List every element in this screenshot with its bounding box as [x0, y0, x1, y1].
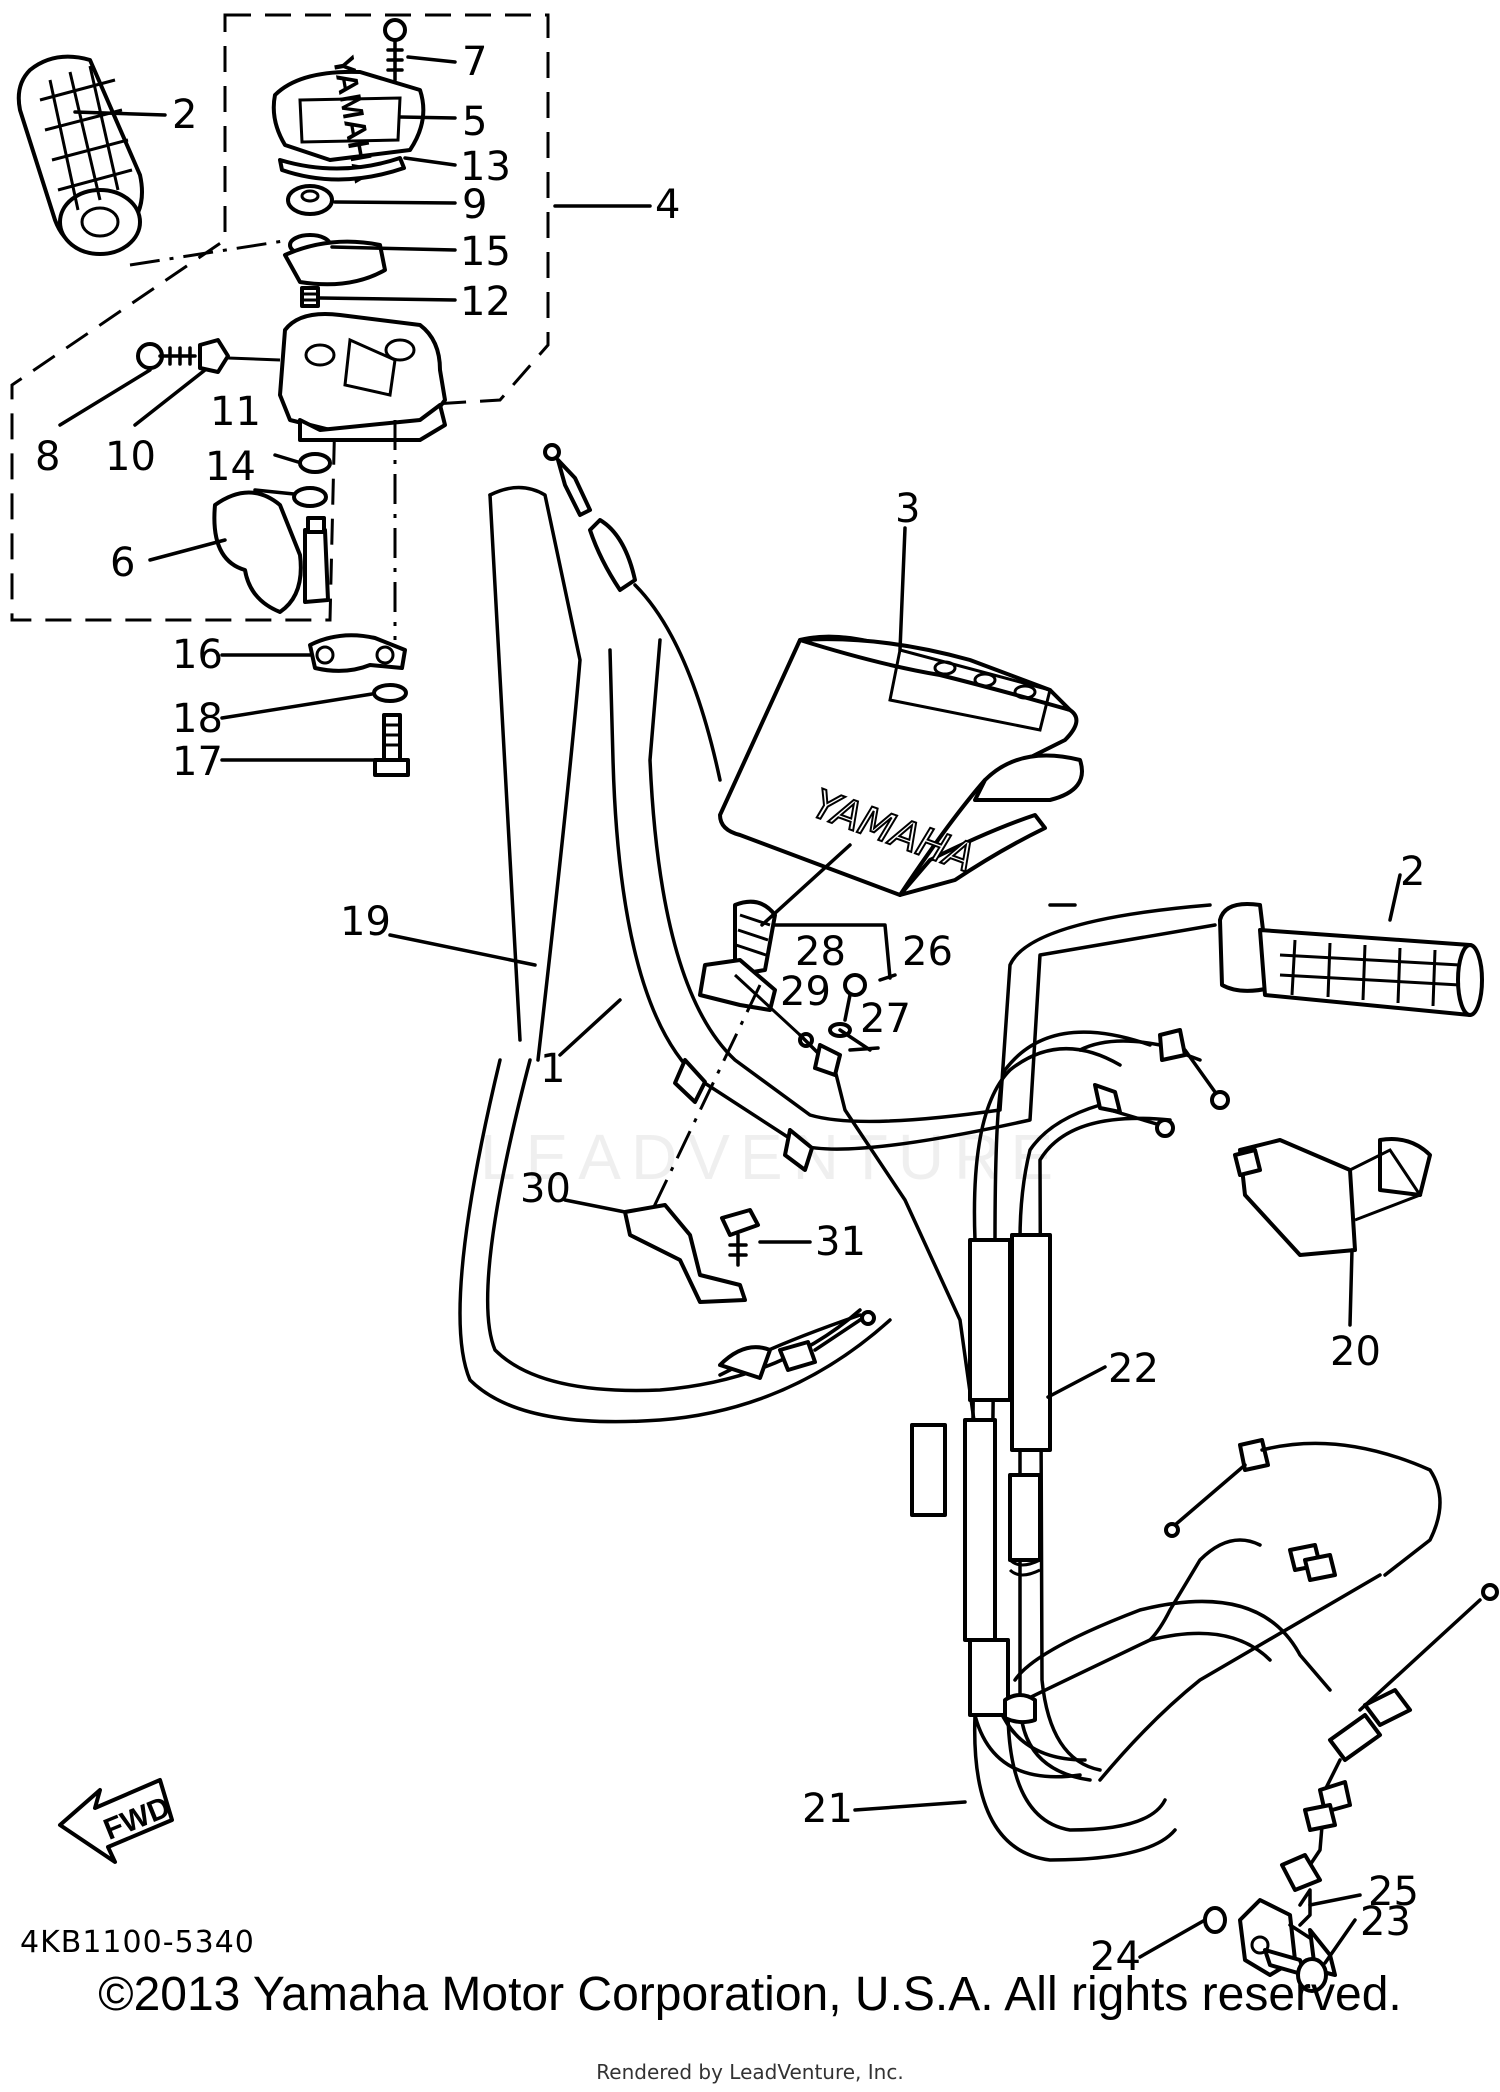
choke-lever-26: [698, 899, 987, 1502]
washer-18: [372, 683, 408, 703]
callout-11: 11: [210, 389, 261, 435]
handlebar-cover: YAMAHA: [718, 634, 1084, 897]
callout-4: 4: [655, 182, 680, 228]
callout-13: 13: [460, 144, 511, 190]
callout-16: 16: [172, 632, 223, 678]
pin-23: [1263, 1948, 1328, 1993]
callout-labels: 7 5 13 9 4 15 12 2 8 10 11 14 6 16 18 17…: [35, 39, 1425, 1980]
callout-6: 6: [110, 540, 135, 586]
nut-10: [198, 338, 230, 374]
watermark-text: LEADVENTURE: [480, 1121, 1063, 1193]
bolt-17: [373, 713, 410, 777]
screw-28: [843, 973, 867, 1022]
callout-3: 3: [895, 486, 920, 532]
fwd-direction-arrow: FWD: [58, 1778, 175, 1864]
callout-14: 14: [205, 444, 256, 490]
callout-15: 15: [460, 229, 511, 275]
washer-24: [1203, 1906, 1227, 1934]
callout-22: 22: [1108, 1346, 1159, 1392]
callout-17: 17: [172, 739, 223, 785]
callout-8: 8: [35, 434, 60, 480]
cable-assembly-21-22: [910, 1030, 1382, 1862]
callout-21: 21: [802, 1786, 853, 1832]
clip-25: [1298, 1888, 1312, 1927]
clamp-16: [308, 633, 407, 673]
bracket-30: [623, 1203, 747, 1304]
callout-23: 23: [1360, 1899, 1411, 1945]
cable-end-upper-right: [1078, 1028, 1230, 1138]
callout-24: 24: [1090, 1934, 1141, 1980]
rendered-by-credit: Rendered by LeadVenture, Inc.: [596, 2060, 904, 2084]
plate-12: [283, 239, 387, 287]
right-grip: [1218, 902, 1484, 1017]
washer-9: [286, 184, 334, 216]
callout-2-left: 2: [172, 92, 197, 138]
spring-12: [300, 286, 320, 308]
screw-7: [383, 18, 407, 82]
callout-9: 9: [462, 182, 487, 228]
leader-lines: [58, 55, 1402, 1965]
switch-assembly-boundary: [10, 13, 550, 622]
throttle-cable-upper: [543, 443, 722, 782]
throttle-cable-lower: [718, 1310, 876, 1380]
callout-29: 29: [780, 969, 831, 1015]
switch-20: [1233, 1137, 1432, 1257]
callout-7: 7: [462, 39, 487, 85]
callout-30: 30: [520, 1166, 571, 1212]
callout-27: 27: [860, 996, 911, 1042]
callout-19: 19: [340, 899, 391, 945]
washer-11: [298, 452, 332, 474]
callout-31: 31: [815, 1219, 866, 1265]
callout-28: 28: [795, 929, 846, 975]
left-grip: [16, 54, 144, 256]
callout-18: 18: [172, 696, 223, 742]
cable-end-lower-right: [1280, 1583, 1499, 1892]
callout-10: 10: [105, 434, 156, 480]
cable-end-27: [813, 1043, 842, 1077]
screw-8: [136, 342, 197, 370]
callout-1: 1: [540, 1046, 565, 1092]
cable-end-middle-right: [1148, 1438, 1442, 1642]
callout-26: 26: [902, 929, 953, 975]
callout-20: 20: [1330, 1329, 1381, 1375]
cover-gasket: [278, 156, 406, 182]
washer-14: [292, 486, 328, 508]
diagram-code: 4KB1100-5340: [20, 1925, 255, 1960]
copyright-notice: ©2013 Yamaha Motor Corporation, U.S.A. A…: [98, 1968, 1402, 2021]
callout-2-right: 2: [1400, 849, 1425, 895]
throttle-lever-6: [212, 490, 330, 614]
bolt-31: [720, 1208, 760, 1267]
callout-5: 5: [462, 99, 487, 145]
callout-25: 25: [1368, 1869, 1419, 1915]
callout-12: 12: [460, 279, 511, 325]
switch-housing: [278, 312, 447, 442]
